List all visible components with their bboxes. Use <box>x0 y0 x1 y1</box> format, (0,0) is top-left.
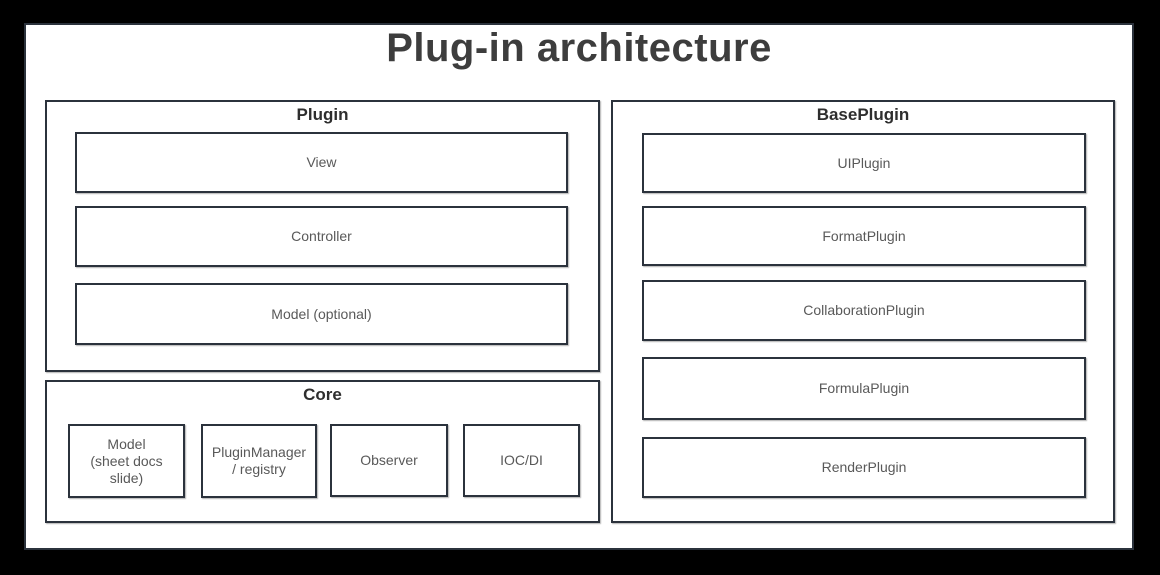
plugin-manager-registry-box-label: PluginManager / registry <box>211 444 307 477</box>
model-sheet-docs-slide-box-label: Model (sheet docs slide) <box>90 435 163 486</box>
view-box: View <box>75 132 568 193</box>
plugin-container: Plugin View Controller Model (optional) <box>45 100 600 372</box>
formula-plugin-box-label: FormulaPlugin <box>818 380 910 396</box>
model-optional-box: Model (optional) <box>75 283 568 345</box>
model-optional-box-label: Model (optional) <box>271 305 372 322</box>
format-plugin-box-label: FormatPlugin <box>822 227 906 244</box>
core-container: Core Model (sheet docs slide) PluginMana… <box>45 380 600 523</box>
model-sheet-docs-slide-box: Model (sheet docs slide) <box>68 424 185 498</box>
core-container-title: Core <box>303 385 342 404</box>
diagram-title: Plug-in architecture <box>386 26 772 70</box>
view-box-label: View <box>306 154 337 170</box>
observer-box: Observer <box>330 424 448 497</box>
baseplugin-container-title: BasePlugin <box>816 105 910 124</box>
formula-plugin-box: FormulaPlugin <box>642 357 1086 420</box>
render-plugin-box: RenderPlugin <box>642 437 1086 498</box>
ioc-di-box-label: IOC/DI <box>500 452 543 468</box>
ioc-di-box: IOC/DI <box>463 424 580 497</box>
diagram-panel: Plug-in architecture Plugin View Control… <box>24 23 1134 550</box>
ui-plugin-box: UIPlugin <box>642 133 1086 193</box>
controller-box: Controller <box>75 206 568 267</box>
plugin-manager-registry-box: PluginManager / registry <box>201 424 317 498</box>
controller-box-label: Controller <box>291 228 352 244</box>
collaboration-plugin-box: CollaborationPlugin <box>642 280 1086 341</box>
collaboration-plugin-box-label: CollaborationPlugin <box>803 302 925 318</box>
observer-box-label: Observer <box>360 452 418 468</box>
ui-plugin-box-label: UIPlugin <box>837 154 891 171</box>
plugin-container-title: Plugin <box>296 105 349 124</box>
render-plugin-box-label: RenderPlugin <box>821 459 907 475</box>
baseplugin-container: BasePlugin UIPlugin FormatPlugin Collabo… <box>611 100 1115 523</box>
format-plugin-box: FormatPlugin <box>642 206 1086 266</box>
